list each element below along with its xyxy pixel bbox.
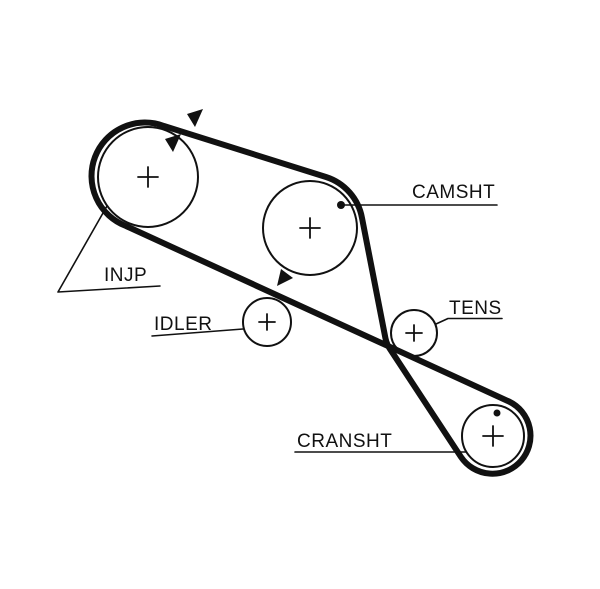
camsht-center-cross-icon	[299, 217, 321, 239]
tens-leader-line	[435, 317, 503, 325]
injp-center-cross-icon	[137, 166, 159, 188]
idler-center-cross-icon	[258, 313, 276, 331]
belt-direction-arrow-1-icon	[187, 109, 203, 127]
belt-direction-arrow-2-icon	[165, 134, 181, 152]
timing-belt	[88, 119, 534, 477]
idler-label: IDLER	[154, 314, 212, 335]
tens-label: TENS	[449, 298, 502, 319]
tens-center-cross-icon	[405, 324, 423, 342]
cransht-timing-dot-icon	[493, 409, 501, 417]
camsht-label: CAMSHT	[412, 182, 495, 203]
idler-leader-line	[151, 328, 244, 337]
camsht-rotation-arrow-icon	[277, 269, 293, 286]
injp-leader-line	[57, 205, 161, 293]
cransht-label: CRANSHT	[297, 431, 392, 452]
injp-label: INJP	[104, 265, 147, 286]
cransht-center-cross-icon	[482, 425, 504, 447]
